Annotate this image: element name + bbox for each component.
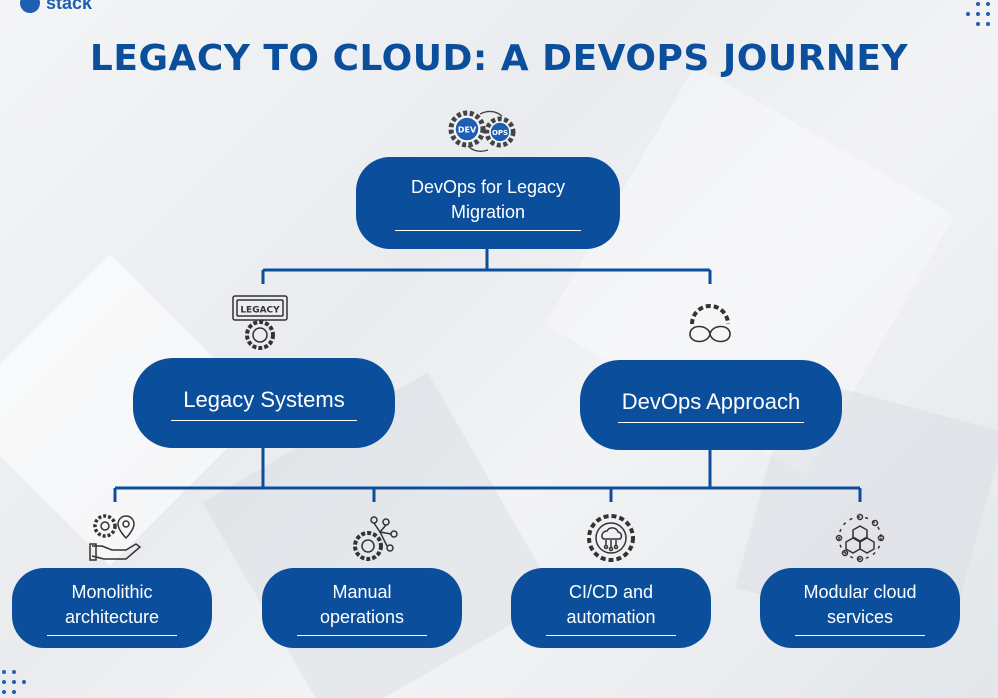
legacy-icon-text: LEGACY [240,306,280,316]
hand-gear-location-icon [89,514,142,561]
root-node-label: DevOps for Legacy Migration [395,175,581,231]
brand-logo: stack [0,0,92,14]
branch-node-devops-approach: DevOps Approach [580,360,842,450]
branch-node-label: DevOps Approach [618,387,804,424]
leaf-node-label: Modular cloud services [795,580,925,636]
leaf-node-label: Monolithic architecture [47,580,177,636]
leaf-node-label: CI/CD and automation [546,580,676,636]
leaf-node-label: Manual operations [297,580,427,636]
root-node: DevOps for Legacy Migration [356,157,620,249]
legacy-certificate-gear-icon: LEGACY [232,295,288,350]
dev-ops-gears-icon: DEV OPS [448,110,516,153]
leaf-node-manual-operations: Manual operations [262,568,462,648]
gear-cloud-icon [587,514,635,562]
decorative-dots-top-right [960,0,998,30]
ops-icon-text: OPS [492,129,508,137]
page-title: LEGACY TO CLOUD: A DEVOPS JOURNEY [89,38,909,79]
gear-network-icon [353,516,398,561]
dev-icon-text: DEV [458,126,477,135]
cubes-network-icon [835,513,885,563]
branch-node-legacy-systems: Legacy Systems [133,358,395,448]
decorative-dots-bottom-left [0,668,30,698]
leaf-node-modular-cloud-services: Modular cloud services [760,568,960,648]
leaf-node-monolithic-architecture: Monolithic architecture [12,568,212,648]
brand-name: stack [46,0,93,13]
brand-logo-icon [20,0,40,13]
leaf-node-ci-cd-automation: CI/CD and automation [511,568,711,648]
gear-infinity-icon [689,304,731,343]
branch-node-label: Legacy Systems [171,385,357,422]
